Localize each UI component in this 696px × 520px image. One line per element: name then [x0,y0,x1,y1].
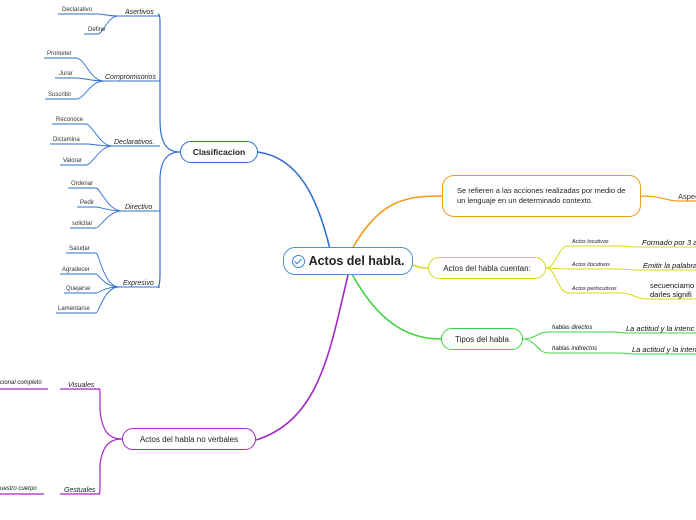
cuentan-label: Actos del habla cuentan: [443,263,531,273]
cuentan-detail-locutivos[interactable]: Formado por 3 a [642,238,696,247]
item-prometer[interactable]: Prometer [47,51,72,57]
definicion-child[interactable]: Aspec [678,192,696,201]
item-lamentarse[interactable]: Lamentarse [58,306,90,312]
item-valorar[interactable]: Valorar [63,158,82,164]
cuentan-item-locutivos[interactable]: Actos locutivos [572,239,609,245]
tipos-node[interactable]: Tipos del habla [441,328,523,350]
tipos-item-directos[interactable]: hablas directos [552,325,593,331]
group-directivo[interactable]: Directivo [125,204,153,211]
definicion-node[interactable]: Se refieren a las acciones realizadas po… [442,175,641,217]
cuentan-item-perlocutivos[interactable]: Actos perlocutivos [572,286,617,292]
connector-root-definicion [351,195,443,250]
item-define[interactable]: Define [88,27,106,33]
cuentan-item-ilocutivos[interactable]: Actos ilocutivos [572,262,610,268]
connector-root-noverbales [255,274,349,441]
item-agradecer[interactable]: Agradecer [62,267,90,273]
connector-clasificacion-trunk [157,13,181,289]
definicion-text: Se refieren a las acciones realizadas po… [457,186,626,205]
noverbales-label: Actos del habla no verbales [139,434,239,444]
noverbales-item-gestuales[interactable]: Gestuales [64,487,96,494]
cuentan-detail-perlocutivos-1[interactable]: secuenciamo [650,281,695,290]
item-solicitar[interactable]: solicitar [72,221,93,227]
item-jurar[interactable]: Jurar [59,71,73,77]
clasificacion-node[interactable]: Clasificacion [180,141,258,163]
noverbales-node[interactable]: Actos del habla no verbales [122,428,256,450]
root-title: Actos del habla. [308,254,405,268]
group-compromisorios[interactable]: Compromisorios [105,74,156,81]
item-pedir[interactable]: Pedir [80,200,95,206]
noverbales-item-visuales[interactable]: Visuales [68,382,95,389]
item-declarativo[interactable]: Declarativo [62,7,93,13]
cuentan-detail-perlocutivos-2[interactable]: darles signifi [650,290,692,299]
item-dictamina[interactable]: Dictamina [53,137,80,143]
tipos-detail-indirectos[interactable]: La actitud y la inten [632,345,696,354]
tipos-detail-directos[interactable]: La actitud y la intenc [626,324,695,333]
cuentan-node[interactable]: Actos del habla cuentan: [428,257,546,279]
tipos-label: Tipos del habla [455,334,509,344]
noverbales-detail-visuales[interactable]: cional completo [0,380,42,386]
item-ordenar[interactable]: Ordenar [71,181,94,187]
item-quejarse[interactable]: Quejarse [66,286,91,292]
check-circle-icon [291,254,305,268]
group-expresivo[interactable]: Expresivo [123,280,154,287]
connector-root-tipos [351,273,442,340]
item-suscribir[interactable]: Suscribir [48,92,72,98]
root-node[interactable]: Actos del habla. [283,247,413,275]
tipos-item-indirectos[interactable]: hablas indirectos [552,346,598,352]
noverbales-detail-gestuales[interactable]: uestro cuerpo [0,486,37,492]
cuentan-detail-ilocutivos[interactable]: Emitir la palabra [643,261,696,270]
item-saludar[interactable]: Saludar [69,246,90,252]
clasificacion-label: Clasificacion [192,147,246,157]
item-reconoce[interactable]: Reconoce [56,117,84,123]
group-asertivos[interactable]: Asertivos [125,9,154,16]
connector-root-cuentan [412,264,429,269]
connector-root-clasificacion [257,151,331,250]
group-declarativos[interactable]: Declarativos. [114,139,155,146]
